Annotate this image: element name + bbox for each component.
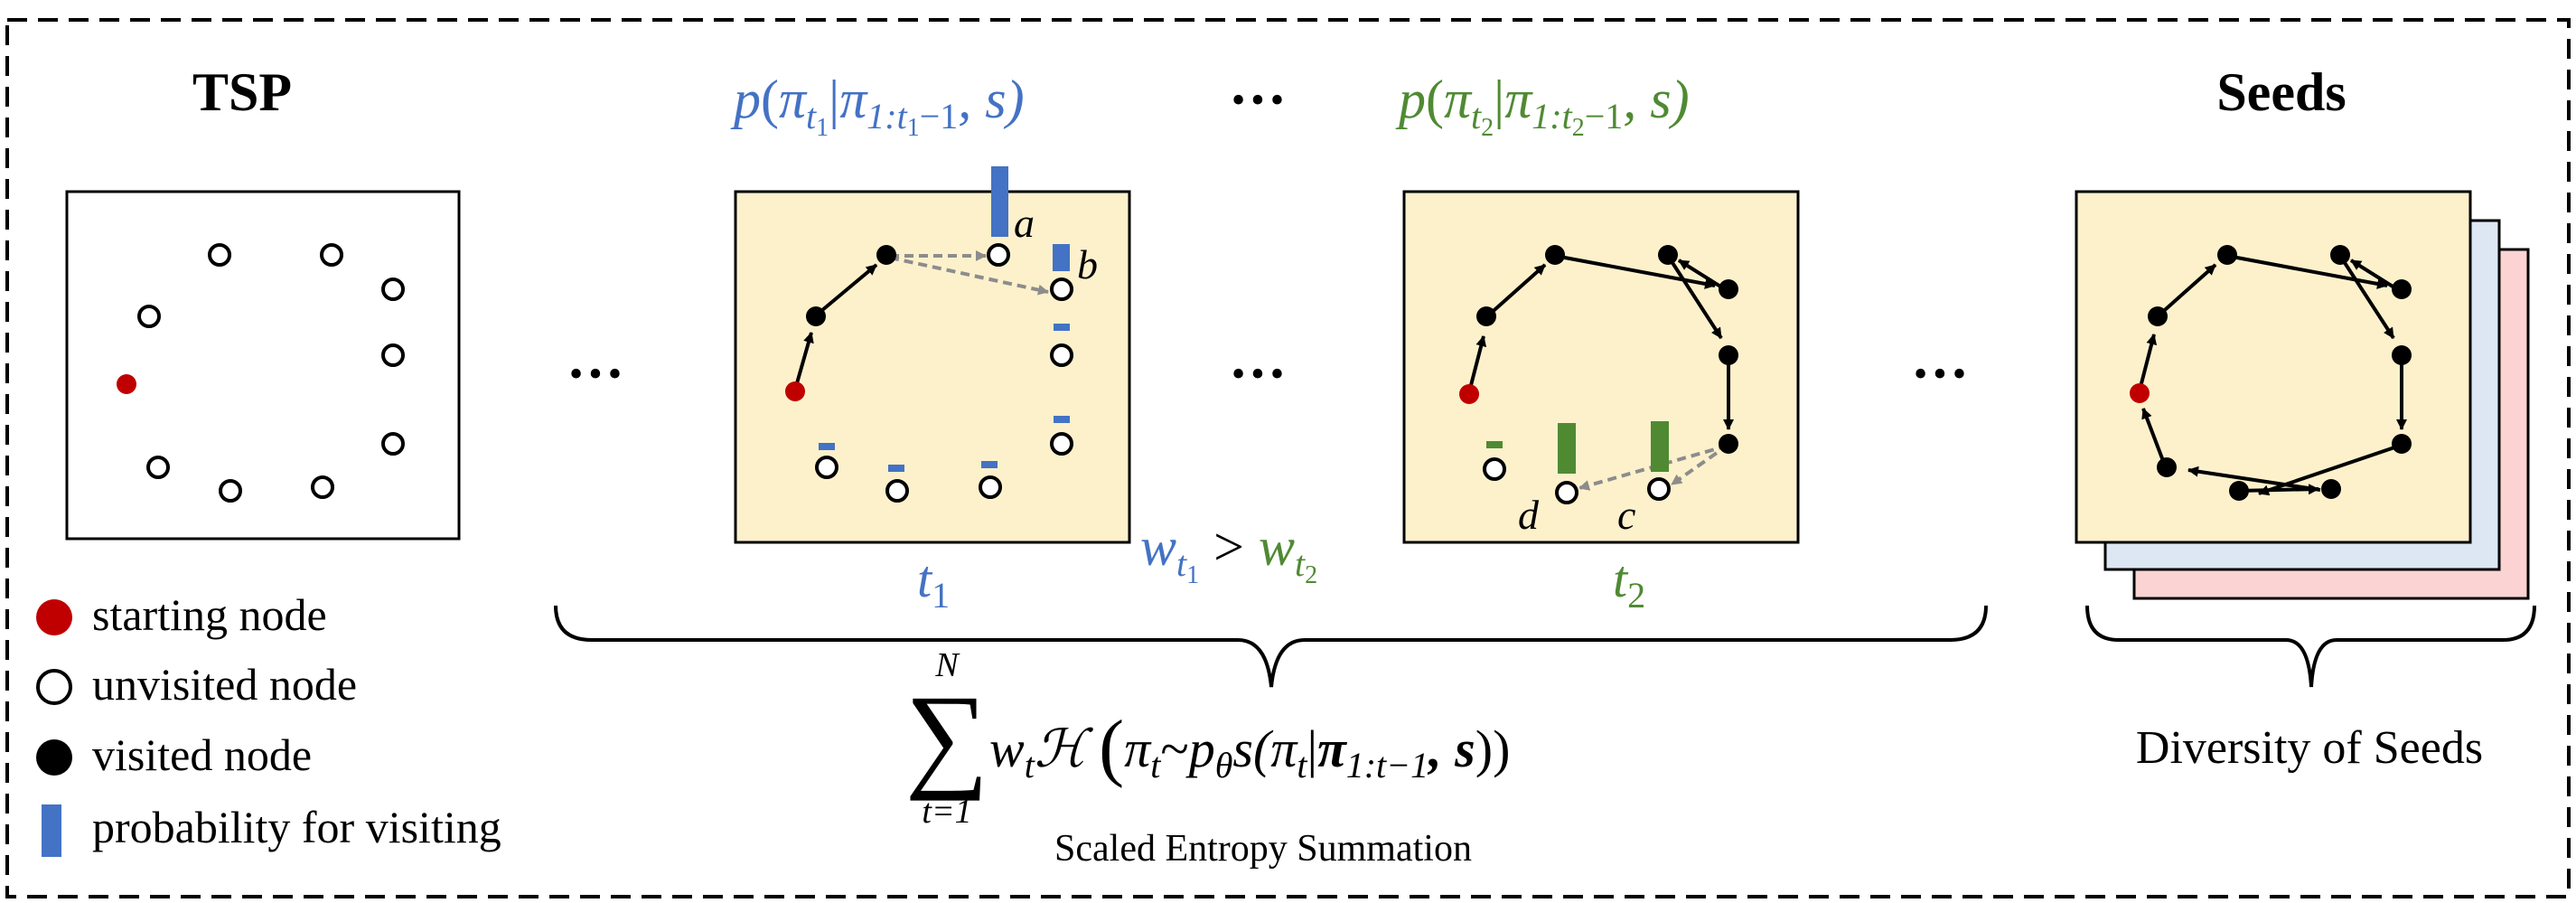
tsp-panel bbox=[65, 190, 461, 541]
visited-node bbox=[1719, 279, 1738, 299]
legend-label-starting: starting node bbox=[92, 589, 327, 640]
step-label-t2: t2 bbox=[1613, 550, 1645, 616]
visited-node bbox=[2217, 245, 2237, 265]
scaled-entropy-caption: Scaled Entropy Summation bbox=[1054, 828, 1472, 870]
legend-red-filled-circle-icon bbox=[36, 599, 72, 635]
prob-bar-c bbox=[1651, 421, 1669, 472]
seeds-brace bbox=[2085, 605, 2536, 688]
starting-node bbox=[2130, 383, 2150, 403]
starting-node bbox=[117, 374, 136, 394]
steps-brace bbox=[554, 605, 1988, 688]
ellipsis-2: ••• bbox=[1232, 352, 1289, 396]
t2-edges bbox=[1467, 254, 1734, 430]
prob-bar-d bbox=[1558, 423, 1576, 474]
seeds-title: Seeds bbox=[2216, 62, 2346, 122]
starting-node bbox=[1459, 384, 1479, 404]
visited-node bbox=[806, 306, 826, 326]
node-label-b: b bbox=[1077, 241, 1098, 287]
tsp-nodes bbox=[117, 243, 405, 503]
visited-node bbox=[2157, 457, 2177, 477]
unvisited-node bbox=[146, 456, 170, 479]
legend-blue-bar-icon bbox=[42, 804, 61, 857]
unvisited-node bbox=[1050, 343, 1073, 367]
legend-label-visited: visited node bbox=[92, 729, 312, 780]
visited-node bbox=[1658, 245, 1678, 265]
outer-dashed-frame bbox=[5, 18, 2571, 898]
unvisited-node bbox=[381, 277, 405, 301]
unvisited-node bbox=[311, 475, 334, 499]
unvisited-node bbox=[320, 243, 343, 267]
t1-probability-bars bbox=[819, 166, 1070, 472]
visited-node bbox=[1719, 434, 1738, 454]
visited-node bbox=[2392, 279, 2412, 299]
unvisited-node bbox=[1555, 481, 1578, 504]
ellipsis-3: ••• bbox=[1914, 352, 1972, 396]
entropy-expression: wtℋ(πt~pθs(πt|π1:t−1, s)) bbox=[989, 705, 1510, 789]
seed-edges bbox=[2138, 254, 2407, 496]
sum-top: N bbox=[934, 646, 960, 684]
visited-node bbox=[1719, 345, 1738, 365]
legend-label-unvisited: unvisited node bbox=[92, 659, 357, 710]
visited-node bbox=[1476, 306, 1496, 326]
ellipsis-1: ••• bbox=[569, 352, 627, 396]
t1-candidate-arrows bbox=[889, 250, 1049, 296]
prob-bar-b bbox=[1053, 244, 1070, 271]
starting-node bbox=[785, 381, 805, 401]
unvisited-node bbox=[381, 432, 405, 456]
unvisited-node bbox=[979, 475, 1002, 499]
t1-nodes bbox=[785, 243, 1073, 503]
unvisited-node bbox=[1647, 477, 1671, 501]
unvisited-node bbox=[219, 479, 242, 503]
visited-node bbox=[1545, 245, 1565, 265]
tsp-title: TSP bbox=[192, 62, 292, 122]
node-label-c: c bbox=[1617, 492, 1635, 538]
unvisited-node bbox=[885, 479, 909, 503]
step-t1-panel bbox=[734, 190, 1131, 544]
step-label-t1: t1 bbox=[917, 550, 950, 616]
prob-bar-a bbox=[991, 166, 1008, 237]
visited-node bbox=[2321, 479, 2341, 499]
diversity-caption: Diversity of Seeds bbox=[2136, 722, 2483, 774]
unvisited-node bbox=[815, 456, 838, 479]
legend-hollow-circle-icon bbox=[36, 669, 72, 705]
t2-probability-bars bbox=[1486, 421, 1669, 474]
legend-label-probability: probability for visiting bbox=[92, 802, 501, 852]
visited-node bbox=[2148, 306, 2168, 326]
legend-black-filled-circle-icon bbox=[36, 739, 72, 776]
visited-node bbox=[2330, 245, 2350, 265]
node-label-a: a bbox=[1014, 200, 1035, 246]
sum-bottom: t=1 bbox=[922, 793, 971, 831]
t1-edges bbox=[793, 263, 878, 390]
unvisited-node bbox=[1050, 277, 1073, 301]
node-label-d: d bbox=[1518, 492, 1540, 538]
sum-symbol: ∑ bbox=[905, 672, 989, 802]
seed-nodes bbox=[2130, 245, 2412, 501]
visited-node bbox=[2229, 481, 2249, 501]
visited-node bbox=[2392, 345, 2412, 365]
unvisited-node bbox=[1483, 457, 1506, 481]
unvisited-node bbox=[208, 243, 231, 267]
unvisited-node bbox=[137, 305, 161, 328]
visited-node bbox=[2392, 434, 2412, 454]
legend: starting node unvisited node visited nod… bbox=[36, 589, 501, 857]
ellipsis-top: ••• bbox=[1232, 78, 1289, 122]
step-t2-panel bbox=[1402, 190, 1800, 544]
prob-formula-t2: p(πt2|π1:t2−1, s) bbox=[1395, 70, 1690, 142]
visited-node bbox=[876, 245, 896, 265]
t2-nodes bbox=[1459, 245, 1738, 504]
unvisited-node bbox=[1050, 432, 1073, 456]
unvisited-node bbox=[987, 243, 1010, 267]
unvisited-node bbox=[381, 343, 405, 367]
weight-comparison: wt1>wt2 bbox=[1140, 517, 1317, 589]
prob-formula-t1: p(πt1|π1:t1−1, s) bbox=[730, 70, 1025, 142]
